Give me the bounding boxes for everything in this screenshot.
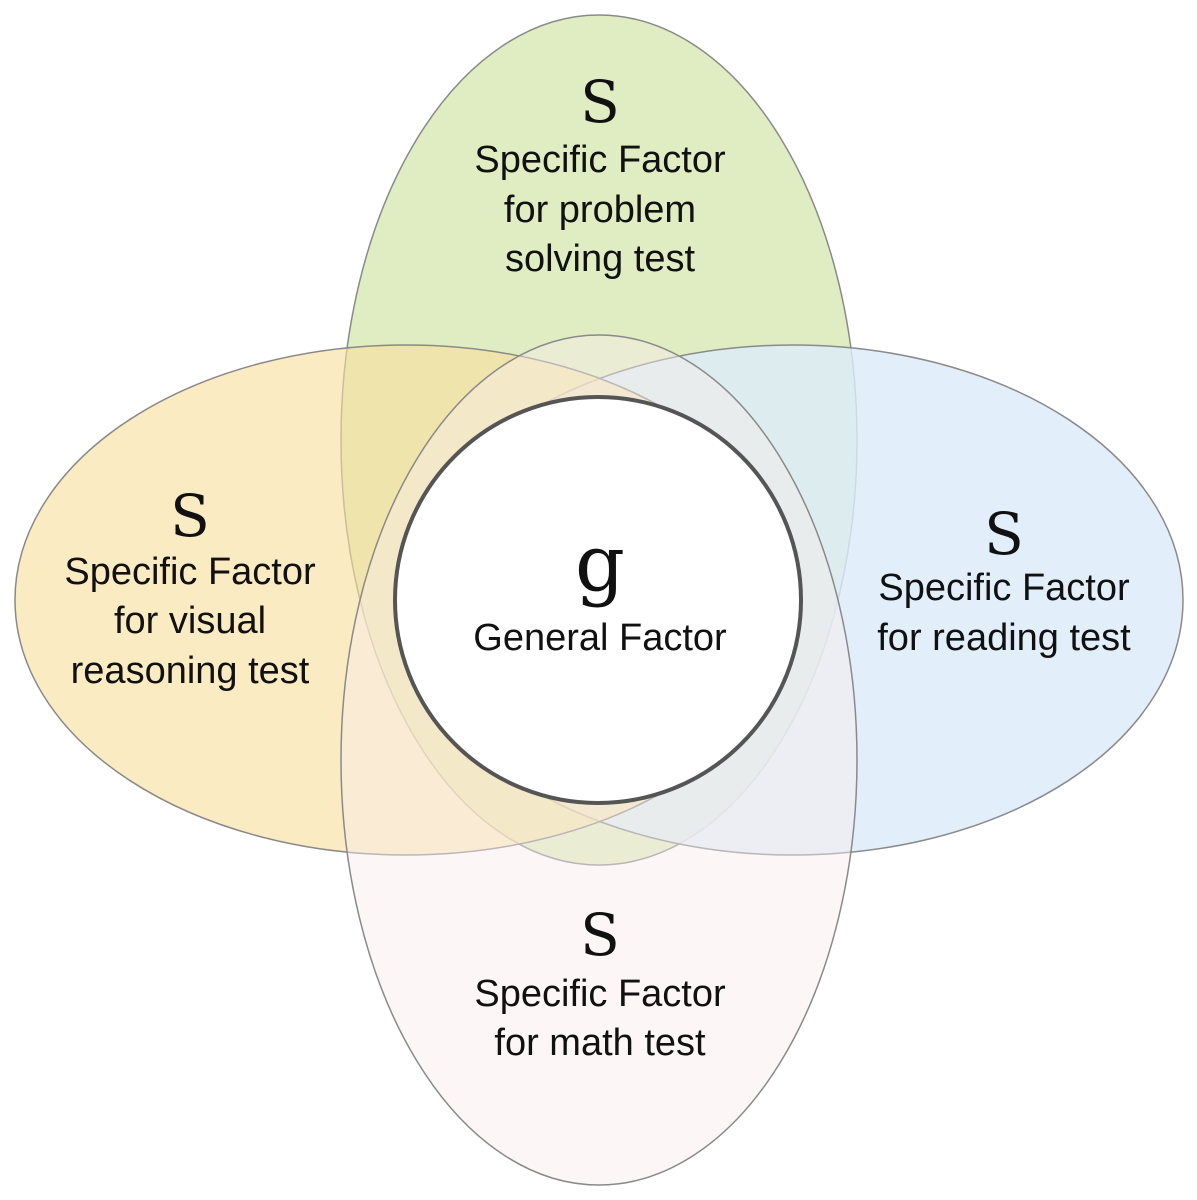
factor-left-line-2: for visual <box>114 600 266 642</box>
factor-bottom-line-2: for math test <box>494 1022 706 1064</box>
factor-left-symbol: S <box>170 482 210 550</box>
factor-top-line-3: solving test <box>505 238 696 280</box>
general-factor-label: General Factor <box>473 617 727 659</box>
factor-right-line-2: for reading test <box>877 617 1131 659</box>
general-factor: g General Factor <box>473 519 727 659</box>
factor-top: S Specific Factor for problem solving te… <box>474 68 726 280</box>
factor-left: S Specific Factor for visual reasoning t… <box>64 482 316 692</box>
center-circle <box>393 395 803 805</box>
factor-right-line-1: Specific Factor <box>878 567 1130 609</box>
factor-top-line-2: for problem <box>504 189 696 231</box>
factor-bottom-symbol: S <box>580 901 620 969</box>
factor-right: S Specific Factor for reading test <box>877 500 1131 659</box>
factor-left-line-1: Specific Factor <box>64 551 316 593</box>
general-factor-symbol: g <box>575 519 625 609</box>
factor-bottom-line-1: Specific Factor <box>474 973 726 1015</box>
factor-top-symbol: S <box>580 68 620 136</box>
factor-top-line-1: Specific Factor <box>474 139 726 181</box>
factor-left-line-3: reasoning test <box>71 650 310 692</box>
factor-bottom: S Specific Factor for math test <box>474 901 726 1064</box>
factor-right-symbol: S <box>984 500 1024 568</box>
